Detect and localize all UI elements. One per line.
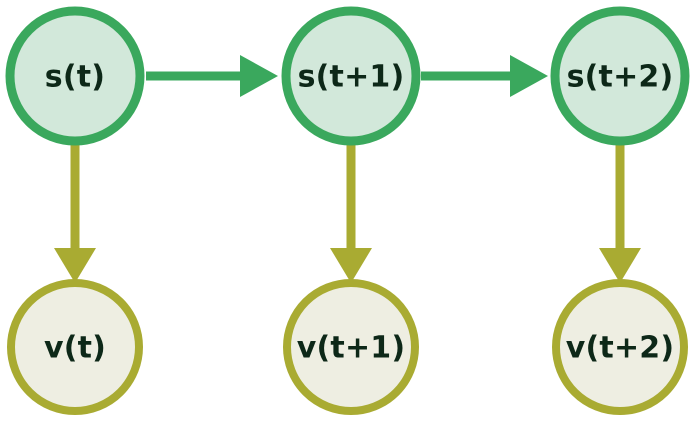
emission-arrow-s-t-to-v-t [54, 145, 96, 283]
state-node-s-t[interactable]: s(t) [5, 6, 145, 146]
state-node-circle[interactable] [281, 6, 421, 146]
emission-arrow-head [599, 248, 641, 283]
state-node-s-t1[interactable]: s(t+1) [281, 6, 421, 146]
transition-arrow-s-t1-to-s-t2 [421, 55, 548, 97]
state-node-s-t2[interactable]: s(t+2) [550, 6, 690, 146]
emission-arrow-s-t2-to-v-t2 [599, 145, 641, 283]
transition-arrow-s-t-to-s-t1 [146, 55, 278, 97]
emission-arrow-s-t1-to-v-t1 [330, 145, 372, 283]
observation-node-v-t[interactable]: v(t) [7, 279, 143, 415]
observation-node-v-t2[interactable]: v(t+2) [552, 279, 688, 415]
emission-arrow-head [54, 248, 96, 283]
state-node-circle[interactable] [550, 6, 690, 146]
observation-node-circle[interactable] [7, 279, 143, 415]
observation-node-circle[interactable] [552, 279, 688, 415]
observation-node-circle[interactable] [283, 279, 419, 415]
observation-node-v-t1[interactable]: v(t+1) [283, 279, 419, 415]
transition-arrow-head [240, 55, 278, 97]
state-node-circle[interactable] [5, 6, 145, 146]
transition-arrow-head [510, 55, 548, 97]
emission-arrow-head [330, 248, 372, 283]
